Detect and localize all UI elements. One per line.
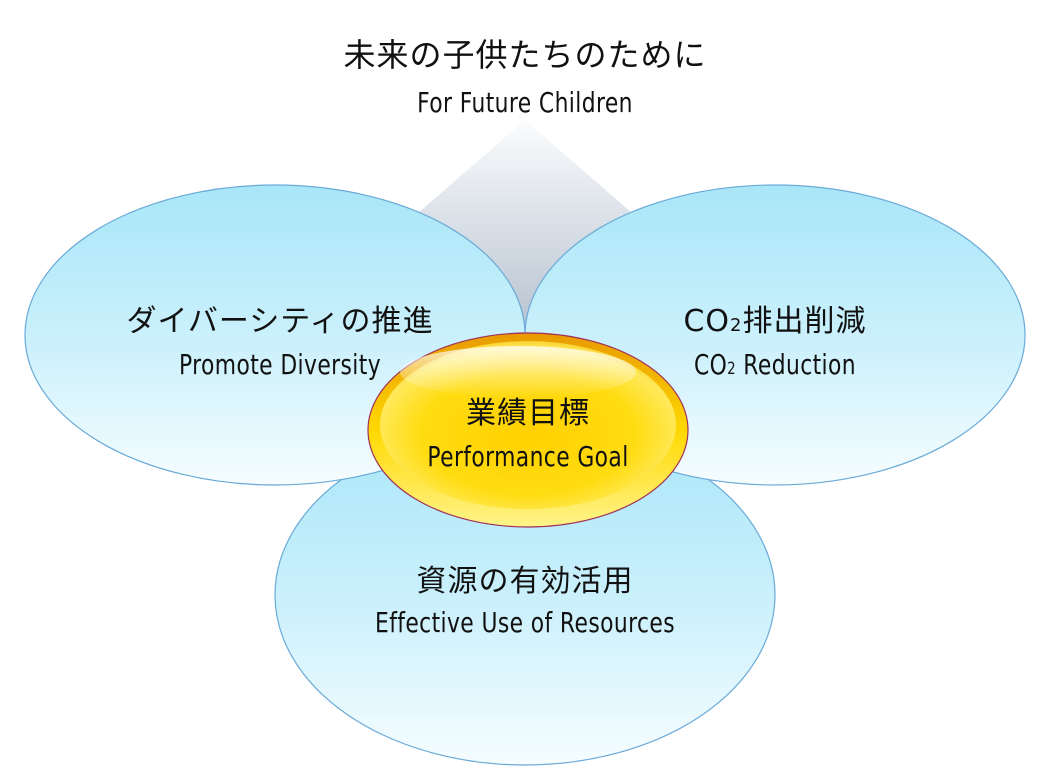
title-jp: 未来の子供たちのために — [343, 36, 707, 74]
node-center-jp: 業績目標 — [466, 396, 590, 431]
node-center-en: Performance Goal — [427, 440, 629, 473]
node-right-en: CO2 Reduction — [603, 348, 946, 381]
node-right-jp-suffix: 排出削減 — [742, 304, 867, 339]
node-bottom-jp: 資源の有効活用 — [416, 564, 634, 599]
node-left-en: Promote Diversity — [178, 348, 382, 381]
funnel-shape — [410, 120, 640, 335]
node-right-en-sub: 2 — [727, 358, 736, 378]
node-right-en-prefix: CO — [694, 348, 728, 381]
node-bottom-en: Effective Use of Resources — [375, 606, 675, 639]
node-right-jp-sub: 2 — [730, 315, 743, 336]
title-en: For Future Children — [417, 86, 633, 119]
node-right-jp: CO2排出削減 — [555, 296, 995, 340]
node-left-jp: ダイバーシティの推進 — [126, 304, 434, 339]
center-goal — [367, 332, 689, 528]
node-right-jp-prefix: CO — [683, 304, 731, 339]
node-right-en-suffix: Reduction — [735, 348, 856, 381]
